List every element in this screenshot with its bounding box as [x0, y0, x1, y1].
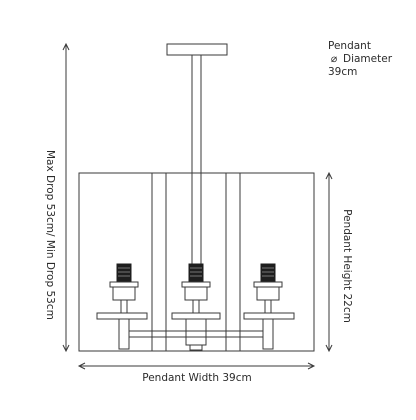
- bulb-holder-center: [181, 263, 211, 314]
- diameter-line-1: Pendant: [328, 40, 371, 52]
- width-dimension-line: [77, 362, 316, 370]
- pendant-height-label: Pendant Height 22cm: [341, 209, 353, 323]
- diameter-line-2: Diameter: [343, 53, 393, 65]
- arm-plate-right: [243, 312, 295, 320]
- shade-outline: [78, 172, 315, 352]
- arm-plate-center: [171, 312, 221, 320]
- bulb-holder-right: [253, 263, 283, 314]
- pendant-diameter-label: Pendant ⌀ Diameter 39cm: [328, 40, 392, 79]
- arm-drop-left: [118, 318, 130, 350]
- max-drop-dimension-line: [62, 42, 70, 353]
- diameter-symbol-icon: ⌀: [330, 53, 338, 65]
- ceiling-plate: [166, 43, 228, 56]
- height-dimension-line: [325, 171, 333, 353]
- diameter-value: 39cm: [328, 66, 358, 78]
- pendant-width-label: Pendant Width 39cm: [142, 372, 252, 384]
- diameter-line-2-row: ⌀ Diameter: [328, 53, 392, 66]
- arm-plate-left: [96, 312, 148, 320]
- arm-drop-right: [262, 318, 274, 350]
- center-hub: [185, 318, 207, 346]
- max-drop-label: Max Drop 53cm/ Min Drop 53cm: [44, 150, 56, 320]
- arm-crossbar: [128, 330, 264, 338]
- center-finial: [189, 344, 203, 351]
- bulb-holder-left: [109, 263, 139, 314]
